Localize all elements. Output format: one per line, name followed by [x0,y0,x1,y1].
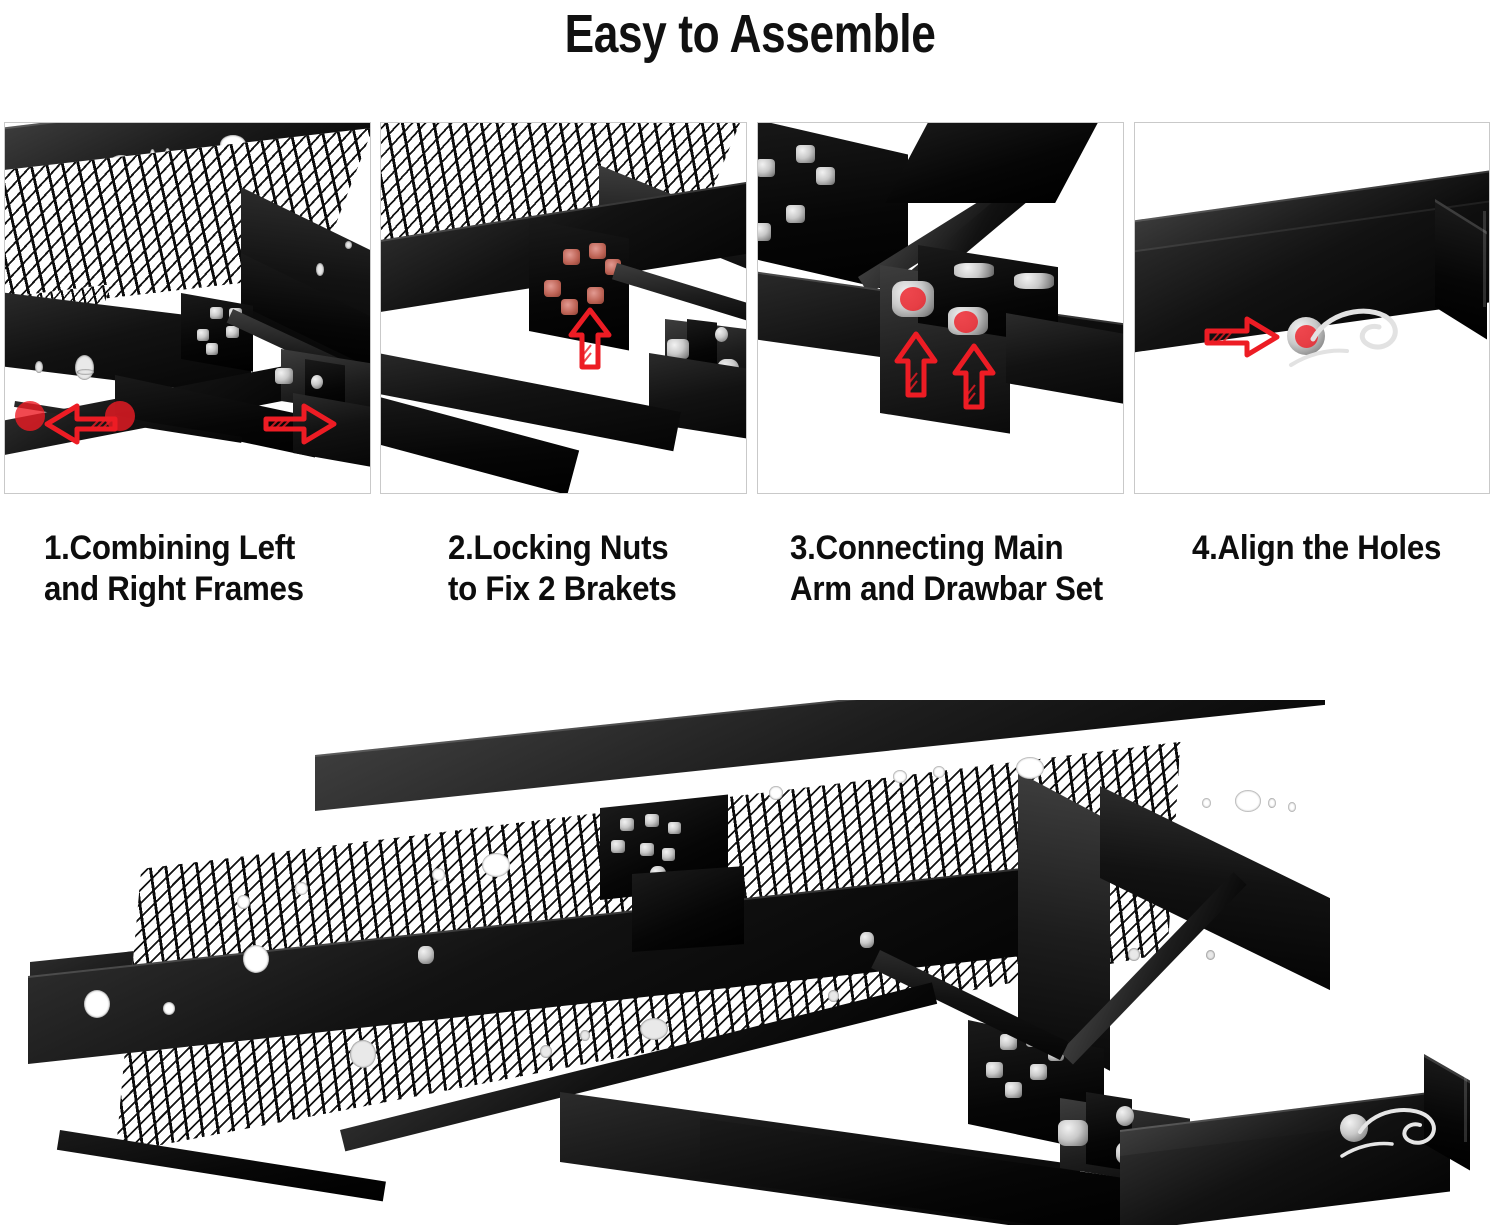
red-arrow-up-icon [566,305,614,373]
assembly-steps-strip [0,122,1500,494]
step-2-photo [381,123,746,493]
red-dot-marker [105,401,135,431]
step-panel-3 [757,122,1124,494]
step-panel-4 [1134,122,1490,494]
hero-product-image [0,700,1500,1225]
step-panel-2 [380,122,747,494]
red-dot-marker [954,311,978,333]
red-arrow-up-icon [892,329,940,401]
red-arrow-left-icon [39,399,121,449]
red-dot-marker [1295,325,1318,348]
step-caption-4: 4.Align the Holes [1192,529,1442,567]
step-3-photo [758,123,1123,493]
hero-product-photo [0,700,1500,1225]
step-caption-3: 3.Connecting Main Arm and Drawbar Set [790,529,1103,608]
red-arrow-right-icon [260,399,342,449]
step-captions: 1.Combining Left and Right Frames 2.Lock… [0,528,1500,638]
step-caption-1: 1.Combining Left and Right Frames [44,529,304,608]
r-clip-icon [1273,301,1433,383]
step-panel-1 [4,122,371,494]
step-1-photo [5,123,370,493]
red-arrow-right-icon [1201,313,1285,361]
red-arrow-up-icon [950,341,998,413]
step-caption-2: 2.Locking Nuts to Fix 2 Brakets [448,529,677,608]
red-dot-marker [900,287,926,311]
step-4-photo [1135,123,1489,493]
red-dot-marker [15,401,45,431]
page-title: Easy to Assemble [564,4,936,64]
r-clip-icon [1330,1102,1460,1172]
